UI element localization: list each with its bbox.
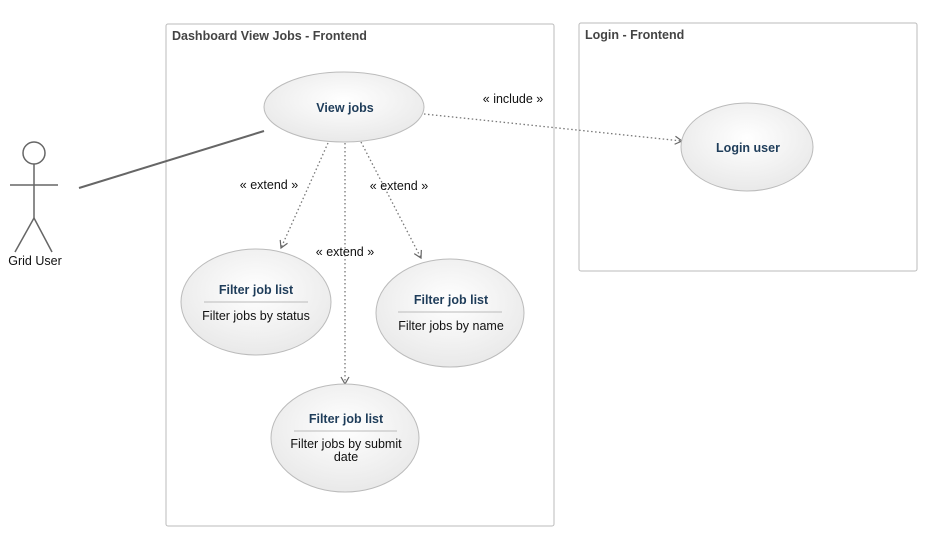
usecase-filter-name-title: Filter job list — [414, 293, 489, 307]
include-arrow — [423, 113, 684, 145]
usecase-filter-status[interactable]: Filter job list Filter jobs by status — [180, 248, 332, 356]
usecase-login-user-title: Login user — [716, 141, 780, 155]
extend-label-date: « extend » — [316, 245, 374, 259]
association-line — [78, 130, 265, 189]
usecase-filter-status-title: Filter job list — [219, 283, 294, 297]
package-login-title: Login - Frontend — [585, 28, 684, 42]
usecase-login-user[interactable]: Login user — [680, 102, 814, 192]
usecase-view-jobs-title: View jobs — [316, 101, 373, 115]
actor-grid-user[interactable] — [10, 141, 58, 253]
usecase-filter-date-desc-line2: date — [334, 450, 358, 464]
extend-label-status: « extend » — [240, 178, 298, 192]
usecase-filter-name[interactable]: Filter job list Filter jobs by name — [375, 258, 525, 368]
extend-label-name: « extend » — [370, 179, 428, 193]
usecase-filter-status-desc: Filter jobs by status — [202, 309, 310, 323]
package-dashboard: Dashboard View Jobs - Frontend — [165, 23, 555, 527]
actor-head — [22, 141, 46, 165]
usecase-view-jobs[interactable]: View jobs — [263, 71, 425, 143]
usecase-filter-date[interactable]: Filter job list Filter jobs by submit da… — [270, 383, 420, 493]
include-label: « include » — [483, 92, 544, 106]
package-dashboard-title: Dashboard View Jobs - Frontend — [172, 29, 367, 43]
usecase-filter-name-desc: Filter jobs by name — [398, 319, 504, 333]
usecase-filter-date-desc-line1: Filter jobs by submit — [290, 437, 402, 451]
extend-arrow-name — [360, 141, 422, 260]
actor-label: Grid User — [8, 254, 61, 268]
usecase-filter-date-title: Filter job list — [309, 412, 384, 426]
